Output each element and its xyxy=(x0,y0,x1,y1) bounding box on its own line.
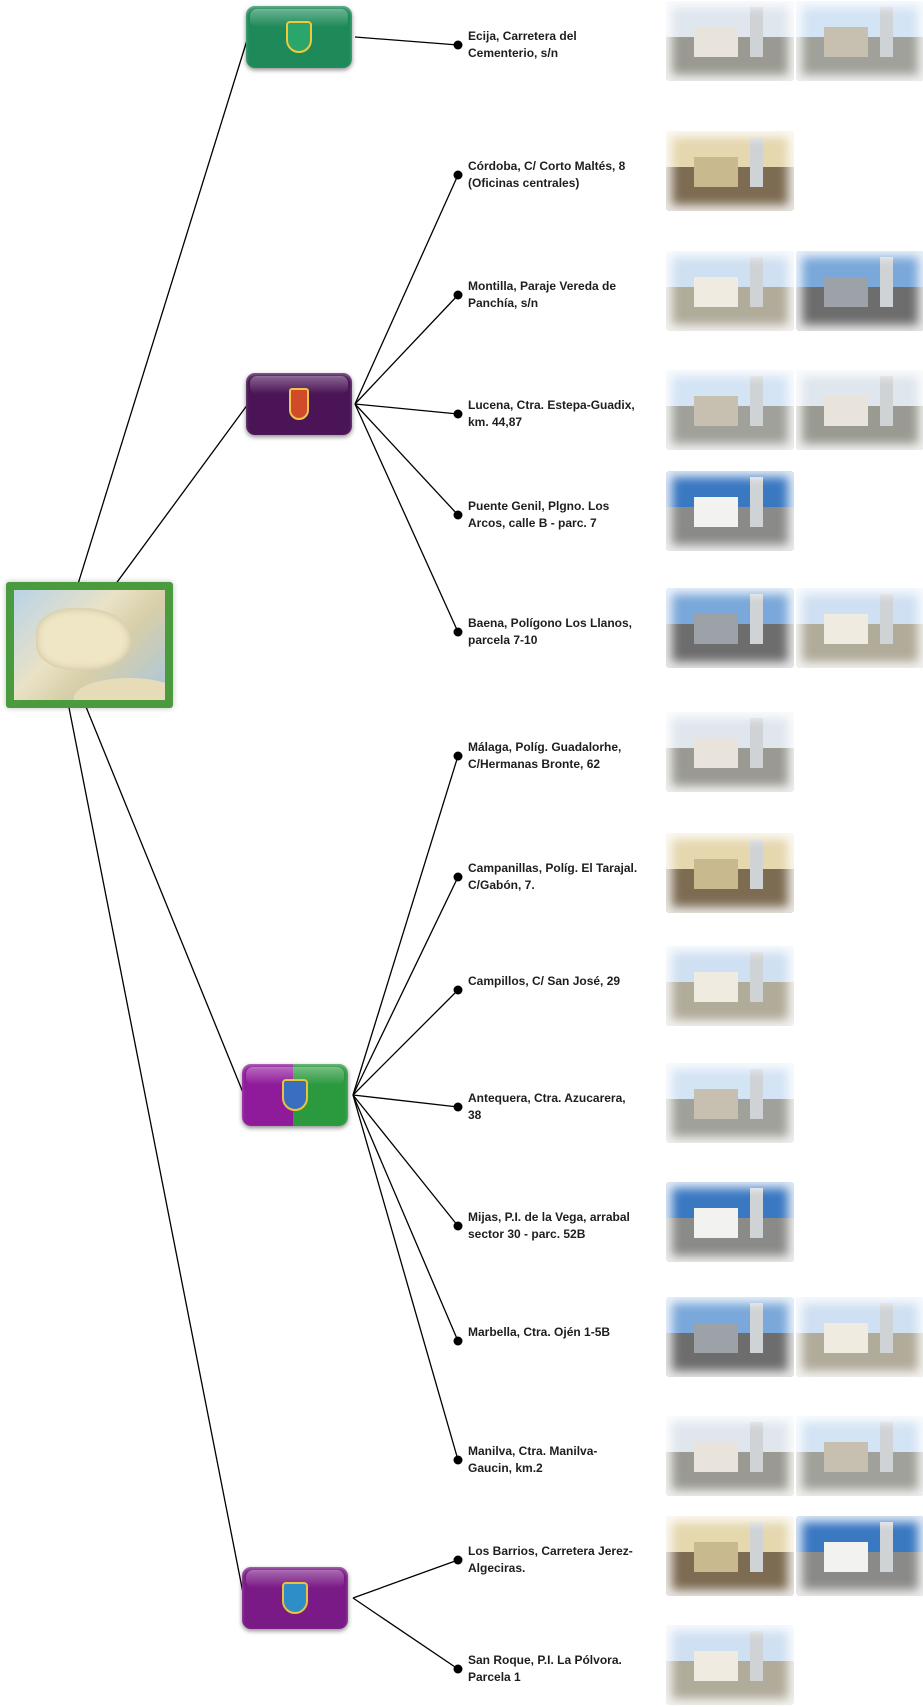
connector-line xyxy=(354,403,459,415)
site-address: Montilla, Paraje Vereda de Panchía, s/n xyxy=(468,279,617,310)
site-photo xyxy=(666,251,794,331)
site-photo xyxy=(796,1297,923,1377)
site-address: Los Barrios, Carretera Jerez- Algeciras. xyxy=(468,1544,633,1575)
ecija-crest-icon xyxy=(286,21,312,53)
site-photo xyxy=(796,1416,923,1496)
site-address: Baena, Polígono Los Llanos, parcela 7-10 xyxy=(468,616,633,647)
site-photo xyxy=(796,588,923,668)
spain-map-thumbnail xyxy=(6,582,173,708)
site-photo xyxy=(666,946,794,1026)
site-dot xyxy=(453,1102,463,1112)
site-address: Mijas, P.I. de la Vega, arrabal sector 3… xyxy=(468,1210,630,1241)
connector-line xyxy=(352,1094,459,1461)
site-photo xyxy=(666,131,794,211)
site-photo xyxy=(796,1,923,81)
site-address: Manilva, Ctra. Manilva- Gaucin, km.2 xyxy=(468,1444,598,1475)
site-photo xyxy=(666,1516,794,1596)
site-photo xyxy=(796,251,923,331)
site-address: Ecija, Carretera del Cementerio, s/n xyxy=(468,29,577,60)
site-dot xyxy=(453,40,463,50)
site-dot xyxy=(453,872,463,882)
site-photo xyxy=(666,1182,794,1262)
cordoba-crest-icon xyxy=(289,388,309,420)
site-photo xyxy=(666,1625,794,1705)
connector-line xyxy=(352,755,459,1096)
connector-line xyxy=(352,876,459,1096)
site-photo xyxy=(666,1,794,81)
site-dot xyxy=(453,1221,463,1231)
site-photo xyxy=(666,588,794,668)
site-address: Lucena, Ctra. Estepa-Guadix, km. 44,87 xyxy=(468,398,635,429)
connector-line xyxy=(352,1559,459,1599)
connector-line xyxy=(61,671,245,1599)
site-dot xyxy=(453,1664,463,1674)
site-dot xyxy=(453,1336,463,1346)
site-photo xyxy=(666,712,794,792)
connector-line xyxy=(352,1094,459,1227)
site-photo xyxy=(666,1297,794,1377)
site-address: Campanillas, Políg. El Tarajal. C/Gabón,… xyxy=(468,861,638,892)
connector-line xyxy=(354,403,459,516)
malaga-flag xyxy=(242,1064,348,1126)
site-photo xyxy=(796,1516,923,1596)
site-dot xyxy=(453,627,463,637)
site-address: San Roque, P.I. La Pólvora. Parcela 1 xyxy=(468,1653,622,1684)
site-address: Málaga, Políg. Guadalorhe, C/Hermanas Br… xyxy=(468,740,622,771)
malaga-crest-icon xyxy=(282,1079,308,1111)
cadiz-crest-icon xyxy=(282,1582,308,1614)
connector-line xyxy=(354,403,459,633)
site-dot xyxy=(453,751,463,761)
site-dot xyxy=(453,1455,463,1465)
site-address: Puente Genil, Plgno. Los Arcos, calle B … xyxy=(468,499,610,530)
site-dot xyxy=(453,1555,463,1565)
site-photo xyxy=(666,1416,794,1496)
site-dot xyxy=(453,290,463,300)
site-address: Campillos, C/ San José, 29 xyxy=(468,974,621,988)
connector-line xyxy=(352,1094,459,1342)
connector-line xyxy=(352,1597,459,1670)
connector-line xyxy=(354,294,459,405)
connector-line xyxy=(54,36,249,659)
site-address: Marbella, Ctra. Ojén 1-5B xyxy=(468,1325,611,1339)
site-dot xyxy=(453,170,463,180)
connector-line xyxy=(354,174,459,405)
site-dot xyxy=(453,409,463,419)
connector-line xyxy=(352,1094,459,1108)
site-dot xyxy=(453,985,463,995)
site-photo xyxy=(666,370,794,450)
site-address: Antequera, Ctra. Azucarera, 38 xyxy=(468,1091,626,1122)
site-photo xyxy=(666,833,794,913)
site-address: Córdoba, C/ Corto Maltés, 8 (Oficinas ce… xyxy=(468,159,626,190)
connector-line xyxy=(354,36,459,46)
site-photo xyxy=(666,471,794,551)
ecija-flag xyxy=(246,6,352,68)
cadiz-flag xyxy=(242,1567,348,1629)
site-photo xyxy=(666,1063,794,1143)
site-dot xyxy=(453,510,463,520)
connector-line xyxy=(70,669,245,1096)
connector-line xyxy=(352,989,459,1096)
site-photo xyxy=(796,370,923,450)
cordoba-flag xyxy=(246,373,352,435)
